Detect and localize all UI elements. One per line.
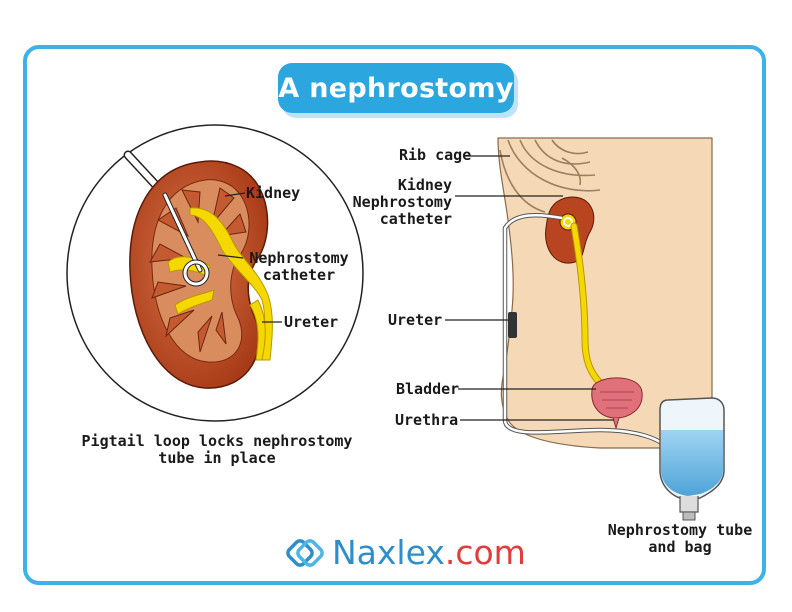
label-catheter-closeup: Nephrostomy catheter: [244, 250, 354, 284]
label-ureter-closeup: Ureter: [284, 313, 339, 331]
logo-wordmark: Naxlex.com: [332, 533, 526, 572]
kidney-closeup: [66, 124, 364, 422]
label-catheter-closeup-line2: catheter: [262, 266, 336, 284]
caption-pigtail-line1: Pigtail loop locks nephrostomy: [81, 432, 353, 450]
label-rib-cage: Rib cage: [399, 146, 472, 164]
label-kidney-closeup: Kidney: [246, 184, 301, 202]
ureter-tube: [249, 299, 266, 361]
renal-pelvis: [167, 207, 273, 361]
body-sideview: [445, 137, 725, 521]
rib-cage: [499, 139, 601, 213]
label-bladder: Bladder: [396, 380, 460, 398]
label-tube-bag-line2: and bag: [648, 538, 712, 556]
label-catheter-closeup-line1: Nephrostomy: [249, 249, 349, 267]
label-kidney-body-text: Kidney: [397, 176, 452, 194]
logo-name: Naxlex: [332, 533, 445, 572]
label-tube-bag: Nephrostomy tube and bag: [590, 522, 770, 556]
bladder-shape: [591, 377, 643, 419]
label-urethra: Urethra: [395, 411, 459, 429]
label-ureter-body: Ureter: [388, 311, 443, 329]
caption-pigtail-line2: tube in place: [158, 449, 276, 467]
tube-connector: [508, 312, 517, 338]
pigtail-loop: [183, 260, 209, 286]
label-catheter-body-line2: catheter: [379, 210, 452, 228]
caption-pigtail: Pigtail loop locks nephrostomy tube in p…: [72, 433, 362, 467]
label-kidney-body: Kidney Nephrostomy catheter: [330, 177, 452, 228]
naxlex-logo[interactable]: Naxlex.com: [286, 533, 526, 572]
label-tube-bag-line1: Nephrostomy tube: [607, 521, 753, 539]
naxlex-logo-icon: [286, 538, 324, 567]
page-title: A nephrostomy: [278, 63, 514, 113]
logo-suffix: .com: [444, 533, 526, 572]
drainage-bag: [659, 397, 725, 521]
label-catheter-body-line1: Nephrostomy: [352, 193, 452, 211]
